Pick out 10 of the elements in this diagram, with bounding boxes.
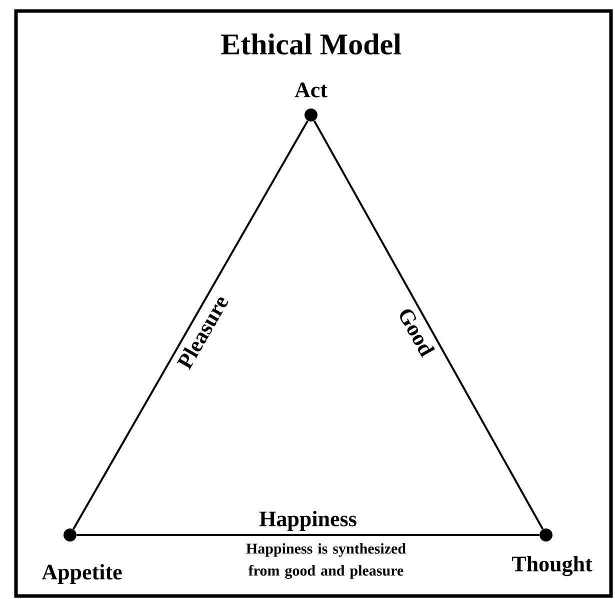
edge-label: Good xyxy=(400,309,435,358)
edge-label: Happiness xyxy=(259,510,356,531)
node-label: Act xyxy=(294,82,328,98)
triangle-side xyxy=(72,120,309,530)
triangle-side xyxy=(76,534,540,536)
node-label: Appetite xyxy=(42,564,122,584)
triangle-side xyxy=(313,120,544,530)
note: Happiness is synthesized from good and pleasure xyxy=(246,543,406,579)
title: Ethical Model xyxy=(221,33,401,55)
node-label: Thought xyxy=(512,556,592,576)
